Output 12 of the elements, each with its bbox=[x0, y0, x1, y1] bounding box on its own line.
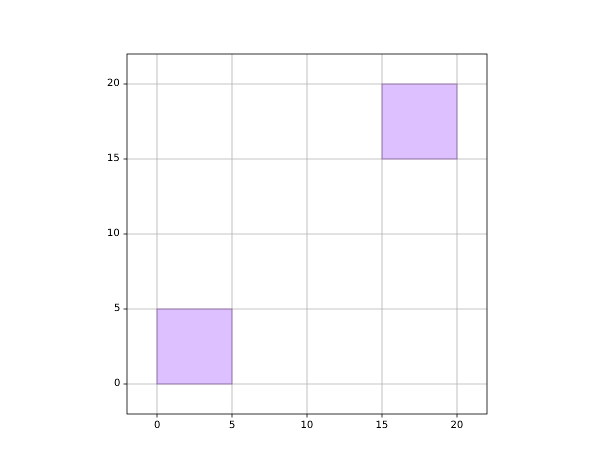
tick-label: 10 bbox=[300, 420, 314, 432]
tick-label: 0 bbox=[154, 420, 160, 432]
tick-label: 5 bbox=[114, 303, 120, 315]
tick-label: 5 bbox=[229, 420, 236, 432]
tick-label: 0 bbox=[114, 378, 120, 390]
tick-label: 20 bbox=[107, 78, 120, 90]
tick-label: 15 bbox=[376, 420, 388, 432]
tick-label: 10 bbox=[107, 228, 120, 240]
square-patch bbox=[156, 308, 232, 384]
tick-label: 15 bbox=[107, 153, 120, 165]
square-patch bbox=[382, 84, 458, 160]
tick-label: 20 bbox=[450, 420, 464, 432]
